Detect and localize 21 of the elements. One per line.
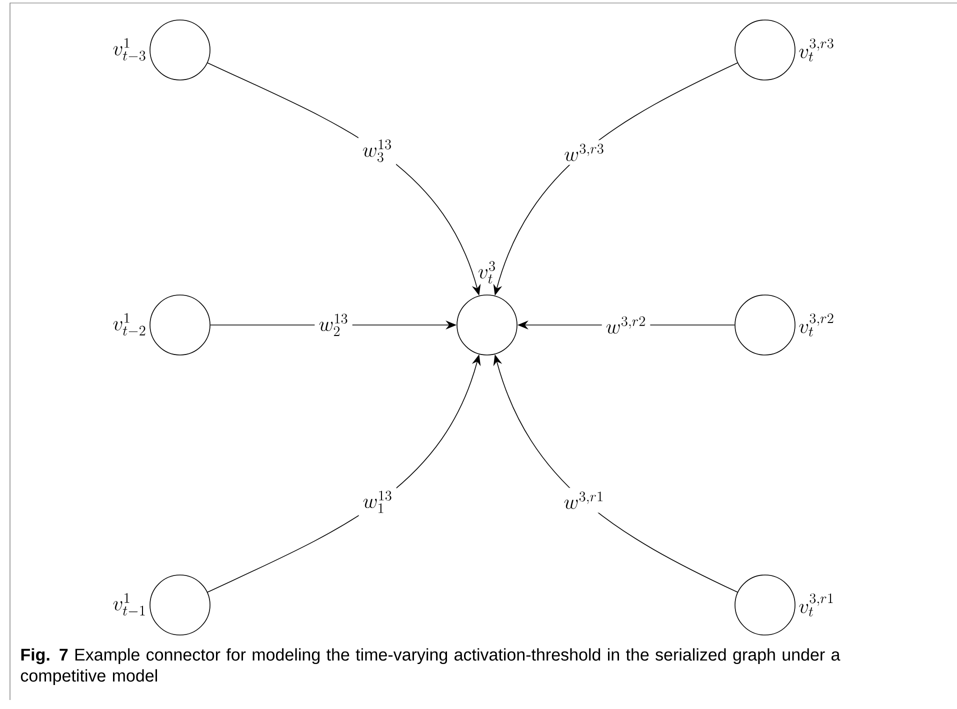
node-circle	[150, 294, 210, 356]
node-circle	[734, 294, 796, 356]
node-label: $v_{t-3}^{1}$	[113, 38, 146, 61]
node-label: $v_{t-2}^{1}$	[113, 313, 146, 336]
node-label: $v_{t}^{3,r2}$	[799, 313, 834, 336]
edge-label: $w_{1}^{13}$	[358, 487, 396, 517]
node-label: $v_{t-1}^{1}$	[113, 593, 145, 616]
edge-label: $w^{3,r3}$	[560, 140, 608, 165]
edge-label: $w^{3,r1}$	[560, 488, 608, 513]
edge-label: $w_{2}^{13}$	[314, 310, 352, 340]
node-circle	[150, 20, 210, 80]
node-label: $v_{t}^{3}$	[478, 261, 495, 284]
node-circle	[150, 574, 210, 636]
edge-label: $w^{3,r2}$	[602, 312, 650, 338]
caption: Fig. 7 Example connector for modeling the time-varying activation-threshold in the serialized graph under a competitive model	[20, 648, 840, 686]
node-circle	[456, 294, 518, 356]
edge-label: $w_{3}^{13}$	[358, 136, 396, 166]
node-label: $v_{t}^{3,r3}$	[799, 38, 834, 62]
node-circle	[734, 574, 796, 636]
node-circle	[734, 20, 796, 80]
node-label: $v_{t}^{3,r1}$	[799, 593, 833, 616]
